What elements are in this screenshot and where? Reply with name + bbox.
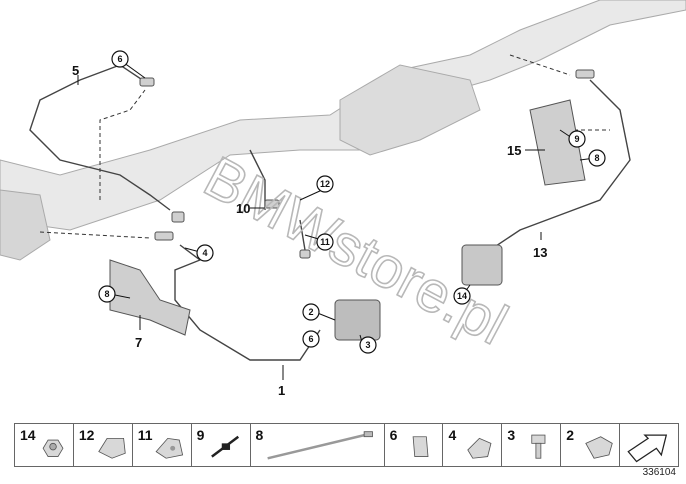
cable-clip-icon <box>98 437 126 459</box>
callout-14: 14 <box>457 291 467 301</box>
callout-14-circle: 14 <box>453 287 471 305</box>
diagram-id: 336104 <box>642 467 676 478</box>
callout-1: 1 <box>278 383 285 398</box>
parts-strip: 14 12 11 9 8 6 4 3 2 <box>14 423 679 467</box>
part-number: 14 <box>20 427 36 443</box>
circled-callouts: 6 4 8 12 11 2 6 3 14 9 8 <box>98 50 606 354</box>
part-cell-9[interactable]: 9 <box>192 424 251 466</box>
callout-7: 7 <box>135 335 142 350</box>
part-cell-14[interactable]: 14 <box>15 424 74 466</box>
cable-tie-icon <box>210 435 239 458</box>
callout-8a: 8 <box>104 289 109 299</box>
callout-3-circle: 3 <box>359 336 377 354</box>
part-number: 2 <box>566 427 575 443</box>
callout-10: 10 <box>236 201 250 216</box>
part-cell-2[interactable]: 2 <box>561 424 621 466</box>
holder-bracket-icon <box>155 437 183 459</box>
callout-6-circle: 6 <box>111 50 129 68</box>
callout-8b-circle: 8 <box>588 149 606 167</box>
part-cell-4[interactable]: 4 <box>443 424 503 466</box>
callout-6b-circle: 6 <box>302 330 320 348</box>
clamp-icon <box>412 436 429 457</box>
sensor-parts <box>109 69 595 341</box>
callout-12: 12 <box>320 179 330 189</box>
callout-11-circle: 11 <box>316 233 334 251</box>
part-cell-8[interactable]: 8 <box>251 424 385 466</box>
callout-4: 4 <box>202 248 207 258</box>
callout-4-circle: 4 <box>196 244 214 262</box>
callout-5: 5 <box>72 63 79 78</box>
callout-9: 9 <box>574 134 579 144</box>
callout-6b: 6 <box>308 334 313 344</box>
part-number: 8 <box>255 427 264 443</box>
part-number: 12 <box>78 427 95 443</box>
cable-strap-icon <box>266 431 373 460</box>
callout-8b: 8 <box>594 153 599 163</box>
part-number: 6 <box>389 427 398 443</box>
callout-12-circle: 12 <box>316 175 334 193</box>
exhaust-pipe <box>0 0 686 261</box>
callout-3: 3 <box>365 340 370 350</box>
part-cell-3[interactable]: 3 <box>502 424 562 466</box>
callout-2: 2 <box>308 307 313 317</box>
part-number: 9 <box>196 427 205 443</box>
holder-icon <box>467 437 492 459</box>
part-number: 4 <box>448 427 457 443</box>
callout-6: 6 <box>117 54 122 64</box>
callout-15: 15 <box>507 143 521 158</box>
hex-nut-icon <box>42 439 64 457</box>
callout-9-circle: 9 <box>568 130 586 148</box>
spring-nut-icon <box>585 436 613 459</box>
part-cell-11[interactable]: 11 <box>133 424 192 466</box>
callout-11: 11 <box>320 237 330 247</box>
part-cell-arrow[interactable] <box>620 424 678 466</box>
bolt-icon <box>531 434 546 459</box>
callout-13: 13 <box>533 245 547 260</box>
part-number: 11 <box>137 427 153 443</box>
next-page-arrow-icon <box>627 434 668 463</box>
callout-8a-circle: 8 <box>98 285 116 303</box>
part-number: 3 <box>507 427 516 443</box>
callout-2-circle: 2 <box>302 303 320 321</box>
part-cell-6[interactable]: 6 <box>385 424 444 466</box>
part-cell-12[interactable]: 12 <box>74 424 133 466</box>
exhaust-sensors-diagram: BMWstore.pl 5 7 1 10 13 15 6 4 8 12 11 2… <box>0 0 686 398</box>
